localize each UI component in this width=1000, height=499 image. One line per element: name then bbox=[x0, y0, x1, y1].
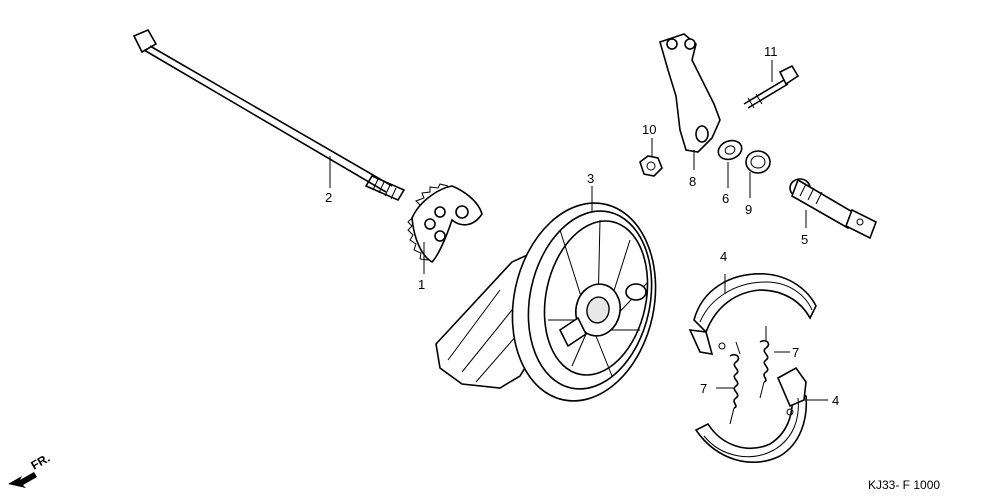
part-label-4-upper: 4 bbox=[720, 249, 727, 264]
seal-ring bbox=[745, 150, 771, 174]
part-label-6: 6 bbox=[722, 191, 729, 206]
sprocket-plate bbox=[407, 183, 483, 264]
axle bbox=[132, 28, 406, 202]
washer bbox=[717, 139, 743, 161]
bolt bbox=[743, 64, 800, 109]
part-label-9: 9 bbox=[745, 202, 752, 217]
spring-left bbox=[729, 341, 741, 425]
part-label-1: 1 bbox=[418, 277, 425, 292]
brake-arm bbox=[659, 33, 721, 153]
brake-panel bbox=[435, 202, 657, 402]
part-label-7-left: 7 bbox=[700, 381, 707, 396]
part-label-3: 3 bbox=[587, 171, 594, 186]
nut bbox=[639, 155, 663, 177]
brake-shoe-upper bbox=[688, 273, 817, 355]
part-label-2: 2 bbox=[325, 190, 332, 205]
drawing-code: KJ33- F 1000 bbox=[868, 478, 940, 492]
direction-label: FR. bbox=[29, 451, 53, 473]
part-labels: 1 2 3 4 4 5 6 7 7 8 9 10 11 bbox=[325, 44, 839, 408]
part-label-8: 8 bbox=[689, 174, 696, 189]
part-label-4-lower: 4 bbox=[832, 393, 839, 408]
brake-shoe-lower bbox=[694, 366, 808, 463]
leader-lines bbox=[329, 60, 828, 401]
part-label-5: 5 bbox=[801, 232, 808, 247]
brake-cam bbox=[789, 178, 878, 240]
part-label-7-right: 7 bbox=[792, 345, 799, 360]
part-label-10: 10 bbox=[642, 122, 656, 137]
spring-right bbox=[759, 326, 770, 399]
part-label-11: 11 bbox=[764, 44, 778, 59]
direction-marker: FR. bbox=[8, 451, 52, 488]
front-arrow-icon bbox=[8, 472, 37, 488]
